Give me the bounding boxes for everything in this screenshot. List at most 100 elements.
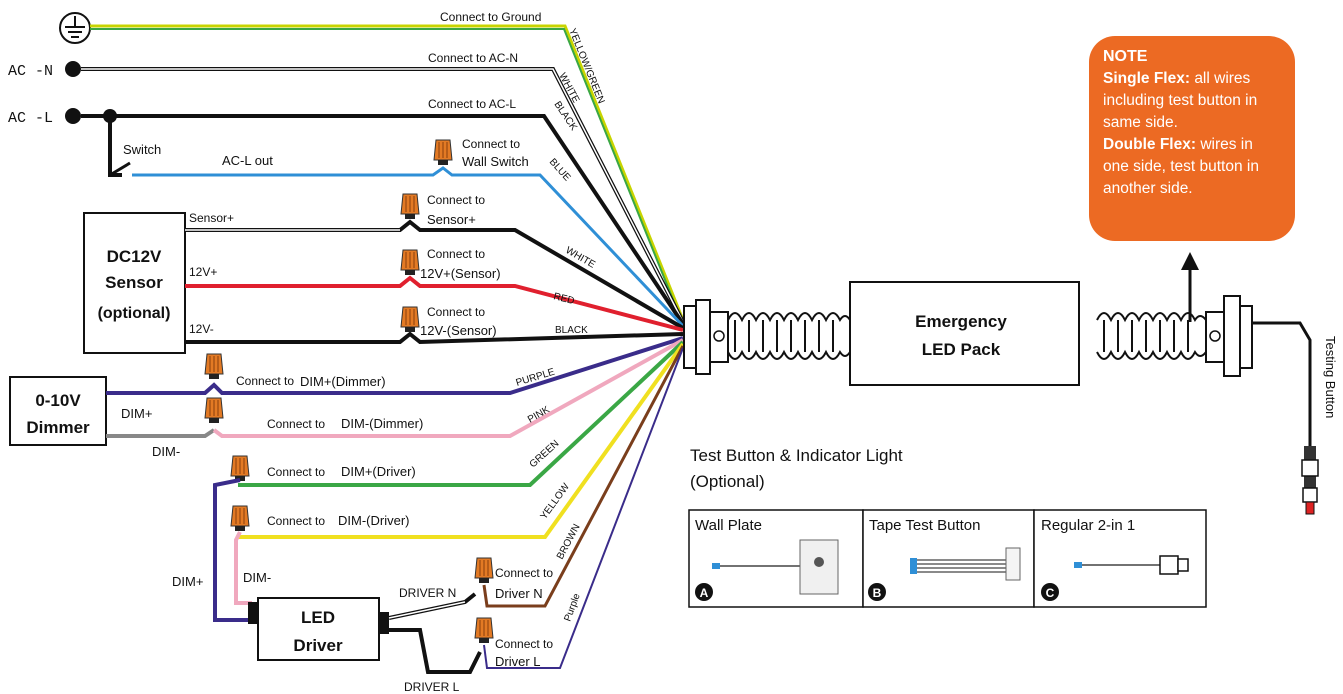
option-label: Regular 2-in 1	[1041, 517, 1135, 534]
driver-title-2: Driver	[293, 636, 343, 655]
driver-l-connect-2: Driver L	[495, 654, 541, 669]
wire-nut-icon	[204, 353, 224, 380]
wire-nut-icon	[400, 193, 420, 220]
note-single-flex: Single Flex: all wires including test bu…	[1103, 68, 1281, 134]
badge-c-icon	[1041, 583, 1059, 601]
pink-wire	[212, 338, 684, 438]
sensor-title-3: (optional)	[98, 305, 171, 322]
dim-minus-dimmer-connect-1: Connect to	[267, 417, 325, 431]
badge-a-icon	[695, 583, 713, 601]
sensor-box	[83, 212, 186, 354]
sensor-12vm-connect-2: 12V-(Sensor)	[420, 323, 497, 338]
dimmer-dim-plus: DIM+	[121, 406, 152, 421]
sensor-plus-pin: Sensor+	[189, 211, 234, 225]
yellow-color-label: YELLOW	[539, 481, 573, 522]
dim-plus-dimmer-connect-2: DIM+(Dimmer)	[300, 374, 386, 389]
note-box: NOTE Single Flex: all wires including te…	[1089, 36, 1295, 241]
wire-nut-icon	[400, 306, 420, 333]
testing-button-icon[interactable]	[1301, 446, 1319, 515]
option-label: Tape Test Button	[869, 517, 980, 534]
driver-l-connect-1: Connect to	[495, 637, 553, 651]
ac-n-connect-label: Connect to AC-N	[428, 51, 518, 65]
driver-dim-minus: DIM-	[243, 570, 271, 585]
brown-wire	[482, 345, 685, 608]
wire-nut-icon	[474, 617, 494, 644]
badge-a-letter: A	[700, 586, 709, 600]
test-section-title-1: Test Button & Indicator Light	[690, 446, 903, 465]
purple2-wire	[483, 347, 684, 669]
sensor-title-1: DC12V	[107, 247, 162, 266]
green-color-label: GREEN	[528, 438, 562, 470]
black2-color-label: BLACK	[555, 325, 588, 336]
note-single-text: all wires including test button in same …	[1103, 70, 1258, 131]
sensor-plus-connect-2: Sensor+	[427, 212, 476, 227]
flex-conduit-left	[727, 312, 851, 360]
driver-n-connect-1: Connect to	[495, 566, 553, 580]
black1-color-label: BLACK	[552, 100, 580, 134]
sensor-12v-connect-1: Connect to	[427, 247, 485, 261]
sensor-title-2: Sensor	[105, 273, 163, 292]
pack-title-2: LED Pack	[922, 340, 1001, 359]
dim-plus-driver-connect-1: Connect to	[267, 465, 325, 479]
wire-nut-icon	[204, 397, 224, 424]
note-double-text: wires in one side, test button in anothe…	[1103, 136, 1259, 197]
badge-b-icon	[868, 583, 886, 601]
red-color-label: RED	[552, 291, 575, 307]
ac-l-wire	[81, 114, 685, 326]
badge-c-letter: C	[1046, 586, 1055, 600]
note-double-flex: Double Flex: wires in one side, test but…	[1103, 134, 1281, 200]
ac-n-terminal	[65, 61, 81, 77]
note-title: NOTE	[1103, 48, 1148, 65]
wall-switch-connect-2: Wall Switch	[462, 154, 529, 169]
driver-n-label: DRIVER N	[399, 586, 456, 600]
dim-plus-driver-connect-2: DIM+(Driver)	[341, 464, 416, 479]
option-tape-test-button[interactable]: Tape Test Button B	[862, 509, 1035, 608]
test-section-title-2: (Optional)	[690, 472, 765, 491]
dimmer-title-2: Dimmer	[26, 418, 90, 437]
option-regular-2-in-1[interactable]: Regular 2-in 1 C	[1033, 509, 1207, 608]
wire-nut-icon	[400, 249, 420, 276]
ac-l-label: AC -L	[8, 110, 53, 127]
driver-l-label: DRIVER L	[404, 680, 460, 694]
testing-button-label: Testing Button	[1323, 336, 1338, 418]
pack-title-1: Emergency	[915, 312, 1007, 331]
dim-minus-dimmer-connect-2: DIM-(Dimmer)	[341, 416, 423, 431]
flex-connector-left	[683, 299, 729, 375]
ground-wire	[90, 24, 685, 323]
purple-wire	[106, 336, 684, 395]
sensor-12v-pin: 12V+	[189, 265, 217, 279]
ground-connect-label: Connect to Ground	[440, 10, 541, 24]
wall-switch-connect-1: Connect to	[462, 137, 520, 151]
driver-title-1: LED	[301, 608, 335, 627]
dimmer-box	[9, 376, 107, 446]
testing-button-wire	[1252, 321, 1312, 448]
dimmer-dim-minus: DIM-	[152, 444, 180, 459]
yellow-wire	[238, 342, 685, 539]
dimmer-title-1: 0-10V	[35, 391, 81, 410]
switch	[108, 116, 131, 177]
note-single-label: Single Flex:	[1103, 70, 1190, 87]
pink-color-label: PINK	[526, 404, 552, 425]
note-double-label: Double Flex:	[1103, 136, 1197, 153]
blue-wire	[132, 166, 685, 328]
red-wire	[185, 275, 684, 332]
blue-color-label: BLUE	[547, 157, 573, 184]
wire-nut-icon	[474, 557, 494, 584]
driver-dim-plus: DIM+	[172, 574, 203, 589]
arrow-up-icon	[1181, 252, 1199, 322]
green-wire	[238, 340, 685, 487]
wire-nut-icon	[230, 455, 250, 482]
sensor-plus-connect-1: Connect to	[427, 193, 485, 207]
ac-l-connect-label: Connect to AC-L	[428, 97, 516, 111]
option-wall-plate[interactable]: Wall Plate A	[688, 509, 864, 608]
dim-minus-driver-connect-1: Connect to	[267, 514, 325, 528]
ac-n-label: AC -N	[8, 63, 53, 80]
option-label: Wall Plate	[695, 517, 762, 534]
sensor-12vm-connect-1: Connect to	[427, 305, 485, 319]
ac-l-out-label: AC-L out	[222, 153, 273, 168]
sensor-12v-connect-2: 12V+(Sensor)	[420, 266, 501, 281]
wire-nut-icon	[433, 139, 453, 166]
driver-n-connect-2: Driver N	[495, 586, 543, 601]
flex-connector-right	[1205, 295, 1253, 377]
